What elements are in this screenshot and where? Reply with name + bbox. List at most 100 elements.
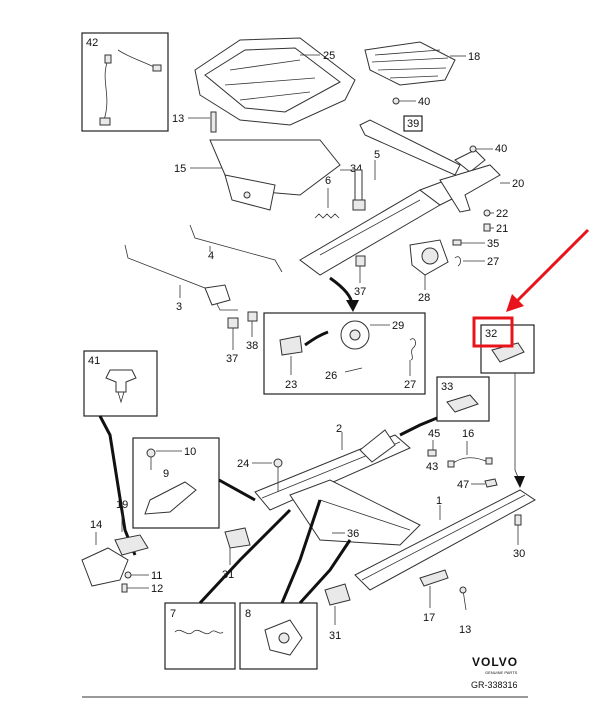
cover-31-left: 31 xyxy=(222,527,251,581)
parts-13-17-lower: 17 13 xyxy=(419,569,471,636)
frame-bracket-15: 15 xyxy=(174,139,341,211)
seat-pan-25: 25 xyxy=(194,37,356,126)
callout-29: 29 xyxy=(392,320,404,332)
leader-box-8 xyxy=(280,499,322,604)
inset-box-9-10: 10 9 xyxy=(132,437,220,529)
leader-32 xyxy=(514,373,521,483)
callout-40-right: 40 xyxy=(495,143,507,155)
callout-36: 36 xyxy=(347,528,359,540)
harness-connector-b xyxy=(99,117,111,126)
leader-box-9-10 xyxy=(218,478,256,502)
part-23 xyxy=(279,335,303,356)
bolt-24: 24 xyxy=(237,458,283,492)
inset-box-23-29: 23 29 26 27 xyxy=(263,312,426,395)
callout-14: 14 xyxy=(90,519,102,531)
callout-11: 11 xyxy=(151,570,162,582)
callout-30: 30 xyxy=(513,548,525,560)
spring-mat-18: 18 xyxy=(364,41,480,86)
callout-31-right: 31 xyxy=(329,630,341,642)
callout-13-upper: 13 xyxy=(172,113,184,125)
wire-16: 16 xyxy=(447,428,493,468)
callout-25: 25 xyxy=(323,50,335,62)
bolt-30: 30 xyxy=(513,514,525,560)
callout-8: 8 xyxy=(245,608,251,620)
highlight-arrow xyxy=(506,228,590,312)
spring-7 xyxy=(174,629,224,635)
spring-6: 6 xyxy=(314,175,340,219)
harness-connector-c xyxy=(104,54,112,64)
callout-41: 41 xyxy=(88,355,100,367)
cross-bar-4: 4 xyxy=(189,224,283,273)
part-47: 47 xyxy=(457,478,498,491)
callout-20: 20 xyxy=(512,178,524,190)
leader-box-7 xyxy=(198,508,292,605)
fasteners-27-35: 35 27 xyxy=(452,238,499,268)
callout-24: 24 xyxy=(237,458,249,470)
inset-box-8: 8 xyxy=(239,602,318,670)
callout-19: 19 xyxy=(116,499,128,511)
parts-43-45: 45 43 xyxy=(426,428,440,473)
leader-32-head xyxy=(514,476,525,488)
lower-rail-assembly: 2 1 36 xyxy=(254,423,536,591)
adjuster-rail-39: 40 xyxy=(359,119,507,176)
bracket-20: 20 xyxy=(439,164,524,213)
callout-43: 43 xyxy=(426,461,438,473)
inset-box-33: 33 xyxy=(436,376,490,422)
harness-connector-a xyxy=(152,64,162,72)
callout-9: 9 xyxy=(163,468,169,480)
callout-3: 3 xyxy=(176,301,182,313)
drawing-code: GR-338316 xyxy=(471,680,518,690)
callout-21: 21 xyxy=(496,223,508,235)
genuine-parts-text: GENUINE PARTS xyxy=(485,670,518,675)
screw-40-top: 40 xyxy=(392,96,430,108)
callout-40-top: 40 xyxy=(418,96,430,108)
callout-23: 23 xyxy=(285,379,297,391)
callout-35: 35 xyxy=(487,238,499,250)
bolt-13-upper: 13 xyxy=(172,111,217,133)
leader-41 xyxy=(98,415,137,556)
highlight-box-32 xyxy=(472,316,514,348)
module-14-19: 19 14 11 12 xyxy=(81,499,163,595)
callout-33: 33 xyxy=(441,381,453,393)
label-box-39: 39 xyxy=(403,115,423,132)
bracket-9 xyxy=(144,481,197,515)
callout-4: 4 xyxy=(208,250,214,262)
harness-wire xyxy=(103,59,109,121)
callout-16: 16 xyxy=(462,428,474,440)
detail-arrowhead xyxy=(346,300,359,312)
inset-box-41: 41 xyxy=(83,350,158,417)
module-14 xyxy=(81,547,129,587)
callout-47: 47 xyxy=(457,479,469,491)
linkage-5-34: 34 5 xyxy=(340,149,380,211)
callout-26: 26 xyxy=(325,370,337,382)
callout-1: 1 xyxy=(436,495,442,507)
part-17 xyxy=(419,569,449,587)
fasteners-21-22: 22 21 xyxy=(483,208,508,235)
part-33 xyxy=(446,394,479,413)
callout-42: 42 xyxy=(86,37,98,49)
callout-27-lower: 27 xyxy=(404,379,416,391)
callout-38: 38 xyxy=(246,340,258,352)
callout-5: 5 xyxy=(374,149,380,161)
callout-28: 28 xyxy=(418,292,430,304)
cross-member-36 xyxy=(289,479,421,546)
fasteners-37-38-left: 37 38 xyxy=(226,311,258,365)
callout-22: 22 xyxy=(496,208,508,220)
callout-45: 45 xyxy=(428,428,440,440)
callout-12: 12 xyxy=(151,583,163,595)
cross-bar-3: 3 xyxy=(124,244,238,313)
callout-6: 6 xyxy=(325,175,331,187)
inset-box-42: 42 xyxy=(81,32,169,132)
callout-27-upper: 27 xyxy=(487,256,499,268)
inset-box-7: 7 xyxy=(164,602,236,670)
motor-28: 28 xyxy=(409,239,449,304)
clip-41 xyxy=(105,369,137,393)
callout-39: 39 xyxy=(407,118,419,130)
inset-box-32: 32 xyxy=(472,316,535,374)
cover-31-right: 31 xyxy=(324,583,351,642)
callout-17: 17 xyxy=(423,612,435,624)
rail-1 xyxy=(354,489,536,591)
leader-33 xyxy=(399,416,438,437)
callout-32: 32 xyxy=(485,328,497,340)
